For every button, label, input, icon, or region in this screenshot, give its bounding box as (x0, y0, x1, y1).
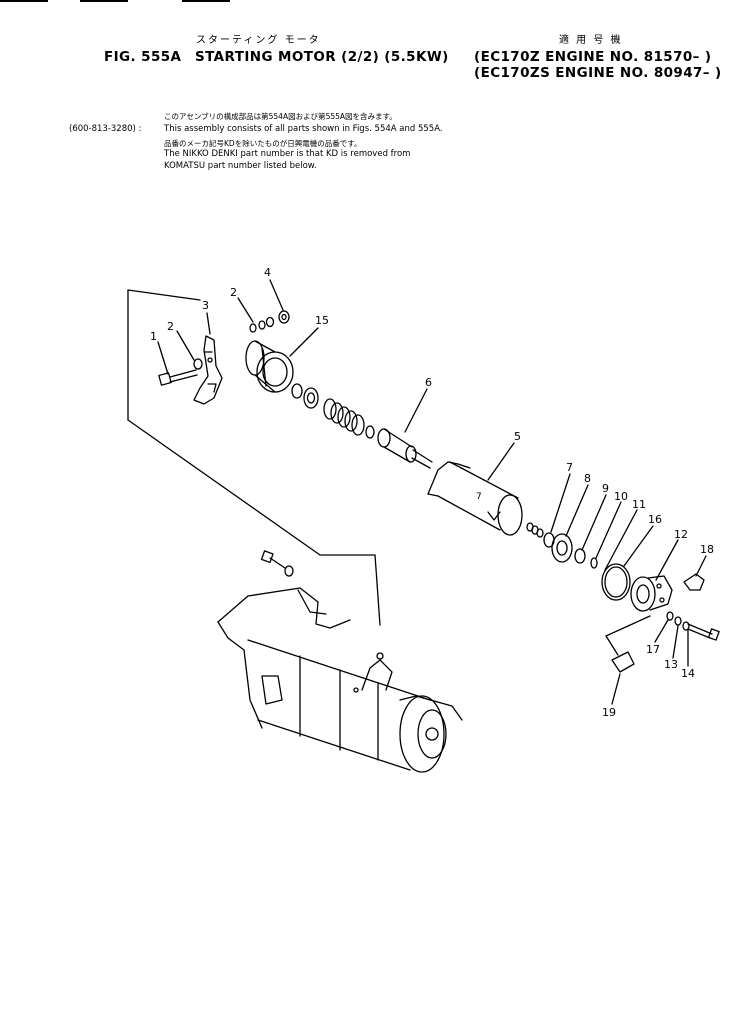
japanese-title: スターティング モータ (196, 35, 321, 46)
part-17-washer (666, 611, 674, 621)
part-9-washer (574, 548, 586, 564)
part-2-washer (193, 358, 203, 370)
applicability-line-2: (EC170ZS ENGINE NO. 80947– ) (474, 65, 722, 81)
callout-leaders (157, 279, 707, 705)
callout-15: 15 (315, 314, 329, 327)
callout-16: 16 (648, 513, 662, 526)
part-4-nut (278, 310, 290, 324)
part-3-lever (193, 335, 223, 405)
callout-8: 8 (584, 472, 591, 485)
part-shims (526, 522, 544, 538)
part-5-yoke: 7 (427, 461, 523, 536)
applicability-line-1: (EC170Z ENGINE NO. 81570– ) (474, 49, 712, 65)
callout-13: 13 (664, 658, 678, 671)
part-19-cap (611, 651, 635, 673)
callout-17: 17 (646, 643, 660, 656)
callout-4: 4 (264, 266, 271, 279)
callout-5: 5 (514, 430, 521, 443)
group-boundary-lines (127, 289, 381, 626)
part-2-washers (249, 316, 275, 333)
note-japanese-2: 品番のメーカ記号KDを除いたものが日興電機の品番です。 (164, 139, 362, 148)
note-line-1: This assembly consists of all parts show… (164, 124, 443, 134)
top-rule-2 (80, 0, 128, 2)
callout-14: 14 (681, 667, 695, 680)
top-rule-3 (182, 0, 230, 2)
part-13-washer (674, 616, 682, 626)
part-8-brush-holder (551, 533, 573, 563)
part-ring-small (291, 383, 319, 409)
svg-text:7: 7 (476, 492, 482, 502)
callout-11: 11 (632, 498, 646, 511)
note-japanese-1: このアセンブリの構成部品は第554A図および第555A図を含みます。 (164, 112, 397, 121)
callout-18: 18 (700, 543, 714, 556)
callout-6: 6 (425, 376, 432, 389)
callout-2-top: 2 (230, 286, 237, 299)
figure-title: STARTING MOTOR (2/2) (5.5KW) (195, 49, 449, 65)
part-spring (323, 398, 365, 436)
figure-label: FIG. 555A (104, 49, 182, 65)
part-6-pinion-shaft (365, 425, 433, 469)
part-15-housing (245, 340, 294, 393)
callout-2-left: 2 (167, 320, 174, 333)
japanese-applicable-label: 適 用 号 機 (559, 35, 623, 46)
part-11-o-ring (601, 563, 631, 601)
part-12-rear-cover (630, 575, 673, 612)
note-part-reference: (600-813-3280) : (69, 124, 142, 134)
note-line-2: The NIKKO DENKI part number is that KD i… (164, 149, 411, 159)
part-10-washer (590, 557, 598, 569)
note-line-3: KOMATSU part number listed below. (164, 161, 317, 171)
callout-12: 12 (674, 528, 688, 541)
callout-19: 19 (602, 706, 616, 719)
callout-3: 3 (202, 299, 209, 312)
part-1-bolt (158, 369, 198, 386)
assembled-starter-motor (217, 550, 463, 773)
part-14-bolt (682, 621, 720, 641)
callout-1: 1 (150, 330, 157, 343)
part-18-cap (683, 573, 705, 591)
callout-9: 9 (602, 482, 609, 495)
top-rule-1 (0, 0, 48, 2)
callout-7: 7 (566, 461, 573, 474)
callout-10: 10 (614, 490, 628, 503)
part-19-leader (605, 615, 651, 656)
